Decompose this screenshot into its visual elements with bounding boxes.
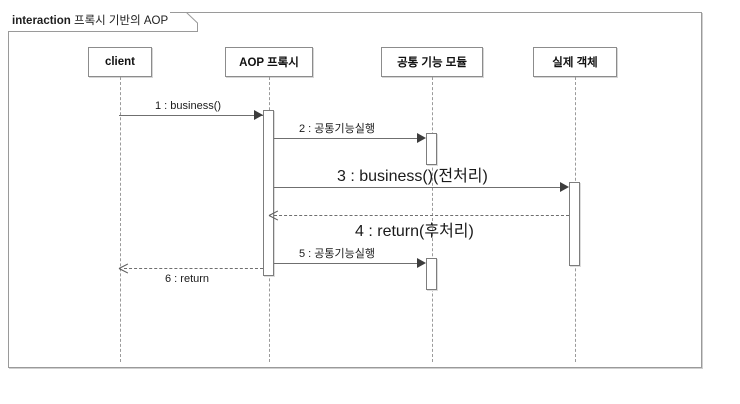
lifeline-aspect: [431, 77, 433, 362]
message-line-3: [274, 187, 560, 188]
lifeline-label-aspect: 공통 기능 모듈: [397, 57, 467, 69]
message-label-3: 3 : business()(전처리): [337, 168, 488, 185]
frame-tab: interaction 프록시 기반의 AOP: [8, 12, 171, 31]
activation-aspect-1: [426, 133, 437, 165]
lifeline-head-target[interactable]: 실제 객체: [533, 47, 617, 77]
activation-proxy: [263, 110, 274, 276]
message-label-1: 1 : business(): [155, 100, 222, 112]
message-arrowhead-5: [417, 258, 426, 268]
lifeline-label-target: 실제 객체: [552, 57, 598, 69]
message-label-4: 4 : return(후처리): [355, 223, 474, 240]
message-line-5: [274, 263, 417, 264]
message-arrowhead-1: [254, 110, 263, 120]
message-arrowhead-4: [269, 210, 278, 220]
lifeline-label-proxy: AOP 프록시: [239, 57, 299, 69]
lifeline-label-client: client: [104, 56, 136, 68]
frame-tab-label: interaction 프록시 기반의 AOP: [12, 14, 169, 27]
lifeline-client: [119, 77, 121, 362]
activation-target: [569, 182, 580, 266]
message-line-1: [119, 115, 263, 116]
message-line-6: [124, 268, 263, 269]
message-line-2: [274, 138, 417, 139]
message-line-4: [274, 215, 569, 216]
message-label-2: 2 : 공통기능실행: [299, 123, 376, 135]
message-label-6: 6 : return: [165, 273, 210, 285]
lifeline-head-proxy[interactable]: AOP 프록시: [225, 47, 313, 77]
message-arrowhead-3: [560, 182, 569, 192]
lifeline-head-client[interactable]: client: [88, 47, 152, 77]
message-arrowhead-2: [417, 133, 426, 143]
message-label-5: 5 : 공통기능실행: [299, 248, 376, 260]
message-arrowhead-6: [119, 263, 128, 273]
lifeline-head-aspect[interactable]: 공통 기능 모듈: [381, 47, 483, 77]
activation-aspect-2: [426, 258, 437, 290]
